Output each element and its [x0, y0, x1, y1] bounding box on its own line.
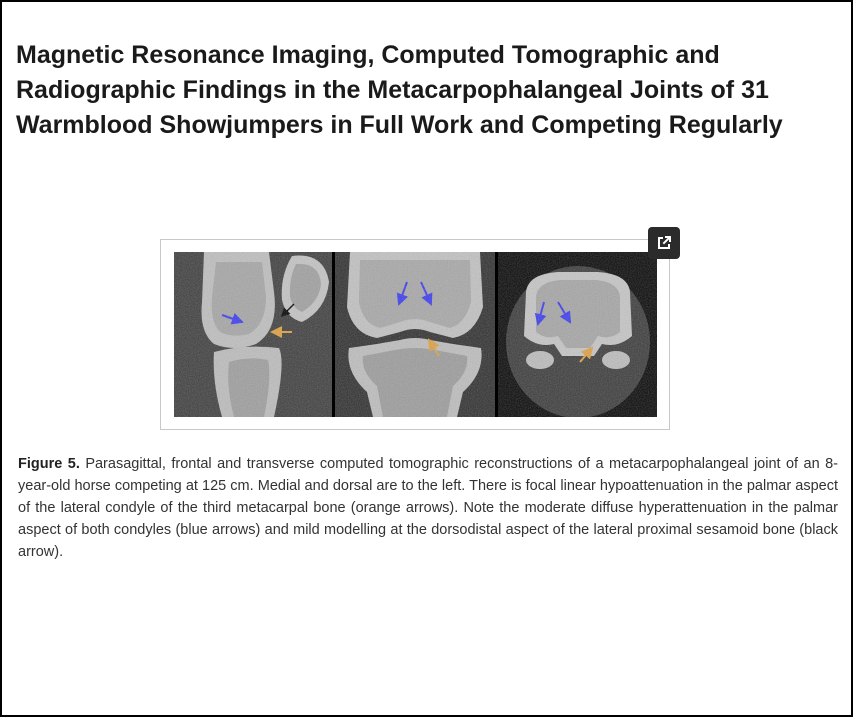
open-in-new-button[interactable] [648, 227, 680, 259]
figure-caption: Figure 5. Parasagittal, frontal and tran… [18, 453, 838, 563]
article-title-line-1: Magnetic Resonance Imaging, Computed Tom… [16, 41, 720, 69]
article-title: Magnetic Resonance Imaging, Computed Tom… [16, 38, 846, 143]
figure-caption-text: Parasagittal, frontal and transverse com… [18, 456, 838, 560]
figure-image[interactable] [174, 252, 657, 417]
article-title-line-3: Warmblood Showjumpers in Full Work and C… [16, 111, 783, 139]
open-in-new-icon [658, 236, 671, 249]
article-title-line-2: Radiographic Findings in the Metacarpoph… [16, 76, 769, 104]
ct-reconstruction-panels [174, 252, 657, 417]
figure-caption-label: Figure 5. [18, 456, 80, 472]
figure-container[interactable] [160, 239, 670, 430]
